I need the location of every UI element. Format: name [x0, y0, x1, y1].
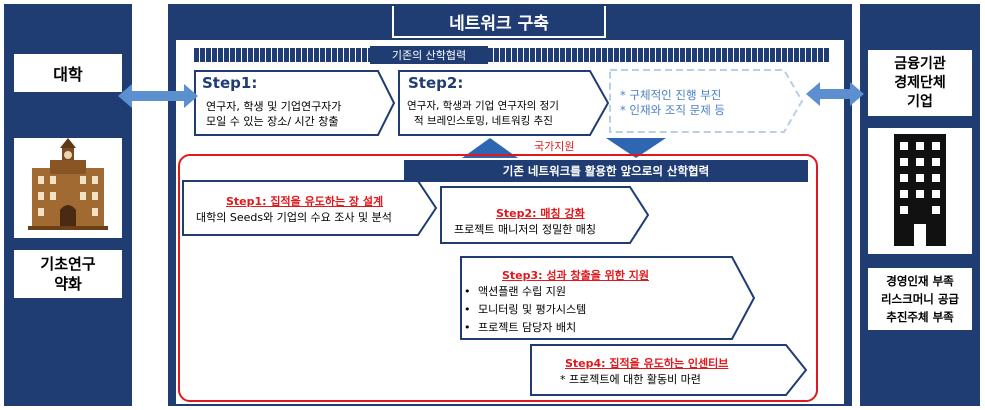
existing-step2-arrow: [398, 70, 610, 136]
existing-header: 기존의 산학협력: [370, 46, 488, 64]
support-label: 국가지원: [534, 140, 575, 153]
future-step4-arrow: [530, 344, 808, 396]
existing-step1-title: Step1:: [202, 74, 258, 92]
university-label: 대학: [14, 54, 122, 92]
future-step1-arrow: [182, 180, 438, 236]
shortage-line2: 리스크머니 공급: [880, 292, 960, 306]
future-step2-body: 프로젝트 매니저의 정밀한 매칭: [454, 223, 597, 236]
shortage-line1: 경영인재 부족: [886, 274, 954, 288]
support-down-arrow-icon: [606, 138, 666, 158]
future-step1-body: 대학의 Seeds와 기업의 수요 조사 및 분석: [196, 211, 392, 224]
future-header: 기존 네트워크를 활용한 앞으로의 산학협력: [404, 160, 808, 182]
office-building-icon: [894, 134, 946, 246]
issue-line2: * 인재와 조직 문제 등: [620, 103, 726, 117]
finance-label: 금융기관 경제단체 기업: [868, 50, 972, 116]
future-step3-item: 모니터링 및 평가시스템: [464, 301, 586, 319]
office-building-box: [868, 128, 972, 254]
existing-header-bar: [194, 48, 829, 62]
future-step3-item: 액션플랜 수립 지원: [464, 283, 586, 301]
future-step3-item: 프로젝트 담당자 배치: [464, 319, 586, 337]
future-step3-list: 액션플랜 수립 지원 모니터링 및 평가시스템 프로젝트 담당자 배치: [464, 283, 586, 337]
weak-research-line1: 기초연구: [40, 255, 96, 273]
finance-line2: 경제단체: [894, 74, 946, 91]
existing-step2-line2: 적 브레인스토밍, 네트워킹 추진: [414, 115, 553, 127]
future-step2-arrow: [440, 186, 650, 244]
finance-line3: 기업: [907, 93, 933, 110]
weak-research-line2: 약화: [54, 275, 82, 293]
future-cooperation-box: [178, 154, 818, 402]
existing-step1-arrow: [194, 70, 396, 136]
support-up-arrow-icon: [462, 138, 518, 158]
shortage-label: 경영인재 부족 리스크머니 공급 추진주체 부족: [868, 268, 972, 330]
future-step1-title: Step1: 집적을 유도하는 장 설계: [226, 195, 384, 208]
shortage-line3: 추진주체 부족: [886, 310, 954, 324]
future-step4-title: Step4: 집적을 유도하는 인센티브: [565, 357, 729, 370]
left-double-arrow-icon: [118, 84, 198, 108]
existing-step2-line1: 연구자, 학생과 기업 연구자의 정기: [407, 100, 559, 112]
existing-step2-title: Step2:: [408, 74, 464, 92]
network-title: 네트워크 구축: [392, 6, 606, 38]
issues-dashed-arrow: [609, 69, 804, 133]
issue-line1: * 구체적인 진행 부진: [620, 88, 722, 102]
university-building-box: [14, 138, 122, 238]
weak-research-label: 기초연구 약화: [14, 250, 122, 298]
finance-line1: 금융기관: [894, 55, 946, 72]
future-step3-title: Step3: 성과 창출을 위한 지원: [502, 269, 649, 282]
university-building-icon: [28, 138, 108, 230]
future-step2-title: Step2: 매칭 강화: [496, 207, 585, 220]
existing-step1-line2: 모일 수 있는 장소/ 시간 창출: [206, 115, 339, 128]
right-double-arrow-icon: [806, 82, 864, 106]
future-step4-body: * 프로젝트에 대한 활동비 마련: [560, 373, 701, 386]
existing-step1-line1: 연구자, 학생 및 기업연구자가: [206, 100, 342, 113]
